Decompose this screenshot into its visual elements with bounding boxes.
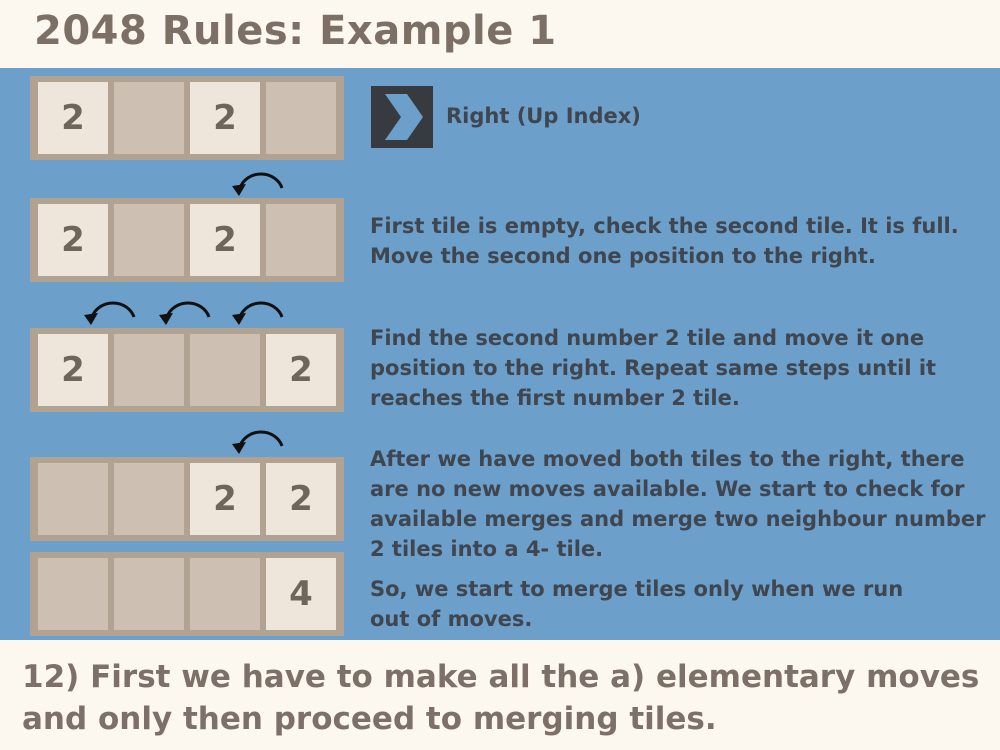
tile: [114, 82, 184, 154]
direction-label: Right (Up Index): [446, 104, 641, 128]
tile: 2: [38, 82, 108, 154]
tile: [190, 558, 260, 630]
tile: 2: [190, 204, 260, 276]
move-arrow-icon: [232, 172, 284, 196]
tile: [38, 558, 108, 630]
tile: [38, 463, 108, 535]
tile: 2: [266, 334, 336, 406]
step-description: After we have moved both tiles to the ri…: [370, 447, 986, 561]
board-row-1: 2 2: [30, 76, 344, 160]
tile: 2: [266, 463, 336, 535]
step-description: Find the second number 2 tile and move i…: [370, 326, 937, 410]
tile: [114, 463, 184, 535]
board-row-5: 4: [30, 552, 344, 636]
page-title: 2048 Rules: Example 1: [34, 8, 557, 54]
right-arrow-icon: [371, 86, 433, 148]
tile: [114, 558, 184, 630]
board-row-3: 2 2: [30, 328, 344, 412]
tile: [266, 82, 336, 154]
tile: [114, 334, 184, 406]
tile: 2: [38, 204, 108, 276]
step-description: So, we start to merge tiles only when we…: [370, 577, 904, 631]
tile: 2: [190, 82, 260, 154]
move-arrow-icon: [232, 301, 284, 325]
step-description: First tile is empty, check the second ti…: [370, 214, 959, 268]
board-row-4: 2 2: [30, 457, 344, 541]
move-arrow-icon: [159, 301, 211, 325]
tile: 2: [38, 334, 108, 406]
move-arrow-icon: [232, 430, 284, 454]
move-arrow-icon: [84, 301, 136, 325]
tile: [266, 204, 336, 276]
tile: 2: [190, 463, 260, 535]
tile: [114, 204, 184, 276]
footer-note: 12) First we have to make all the a) ele…: [22, 659, 980, 737]
board-row-2: 2 2: [30, 198, 344, 282]
tile: 4: [266, 558, 336, 630]
tile: [190, 334, 260, 406]
